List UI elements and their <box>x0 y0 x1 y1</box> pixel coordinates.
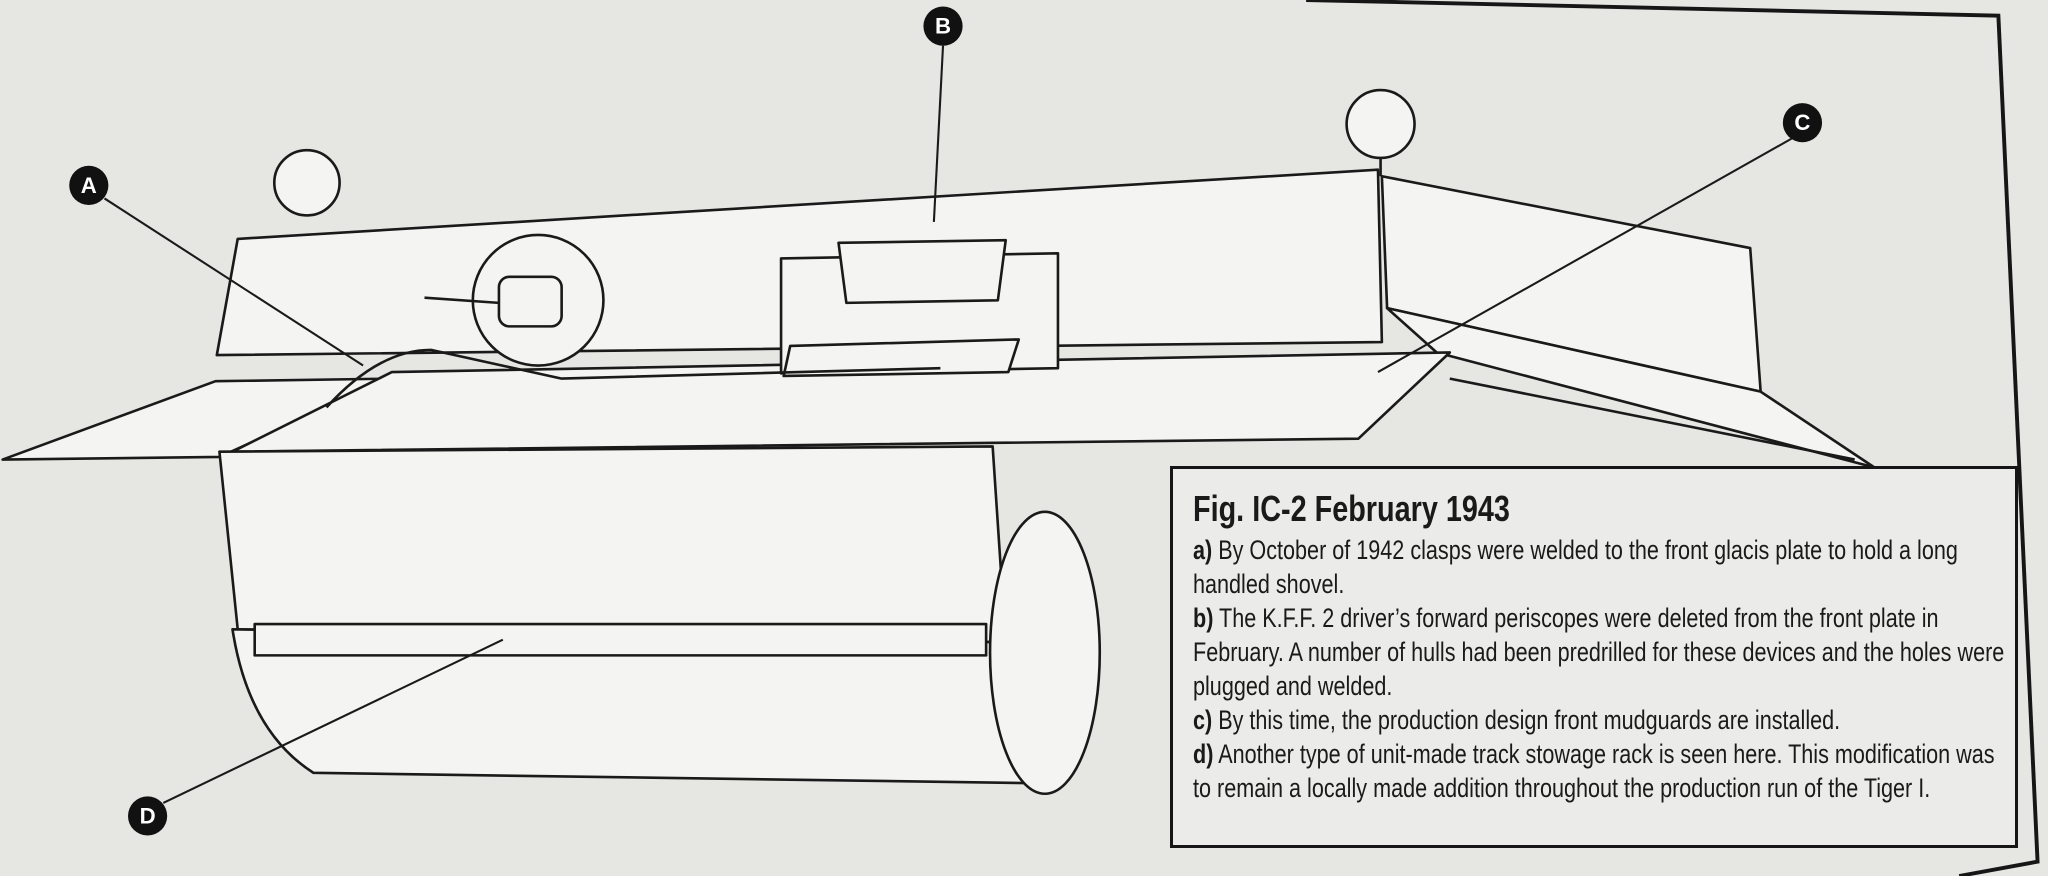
svg-text:D: D <box>140 803 156 828</box>
left-headlight <box>272 148 341 217</box>
caption-item-c: c) By this time, the production design f… <box>1193 705 1841 735</box>
marker-a: A <box>69 165 109 205</box>
right-headlight <box>1345 88 1416 160</box>
drive-sprocket <box>988 510 1102 796</box>
pointer-c <box>1377 137 1793 373</box>
caption-title: Fig. IC-2 February 1943 <box>1193 488 1510 529</box>
glacis-plate <box>231 351 1452 454</box>
track-stowage-rack <box>253 622 988 657</box>
front-plate <box>218 445 1008 644</box>
svg-text:B: B <box>935 14 951 39</box>
marker-c: C <box>1782 103 1823 143</box>
caption-item-d: d) Another type of unit-made track stowa… <box>1193 739 1995 803</box>
svg-text:C: C <box>1794 110 1810 135</box>
figure-caption-box: Fig. IC-2 February 1943 a) By October of… <box>1170 466 2018 848</box>
illustration-frame <box>1306 0 2040 876</box>
caption-item-a: a) By October of 1942 clasps were welded… <box>1193 535 1958 599</box>
caption-item-b: b) The K.F.F. 2 driver’s forward perisco… <box>1193 603 2005 701</box>
marker-d: D <box>128 796 168 836</box>
shovel <box>325 348 941 409</box>
marker-b: B <box>923 6 963 46</box>
pointer-a <box>103 197 364 367</box>
pointer-b <box>932 45 945 222</box>
pointer-d <box>162 638 504 804</box>
svg-text:A: A <box>81 173 97 198</box>
lower-nose <box>231 627 1047 785</box>
